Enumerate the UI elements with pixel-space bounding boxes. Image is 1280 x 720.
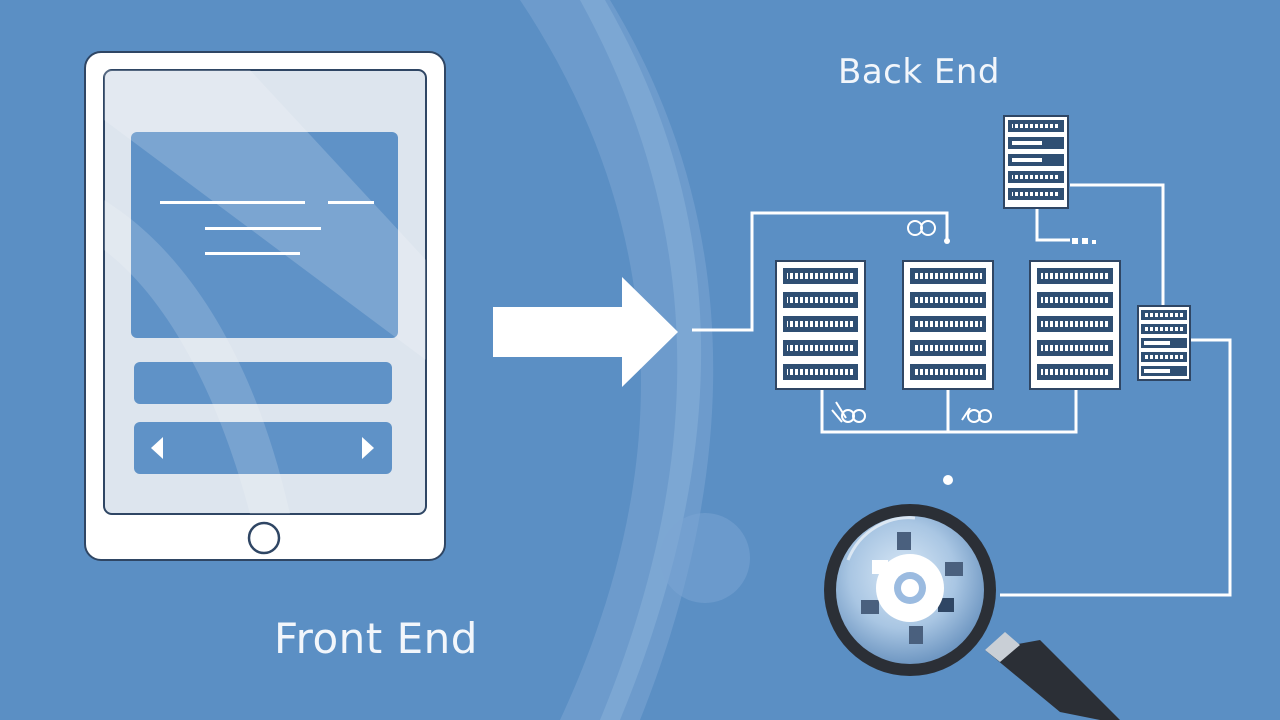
text-line-1 — [160, 201, 305, 204]
magnifying-glass-icon — [824, 504, 1120, 720]
server-rack-1 — [775, 260, 866, 390]
next-icon — [362, 437, 374, 459]
server-rack-3 — [1029, 260, 1121, 390]
background-swoosh — [520, 0, 750, 720]
tablet-icon — [84, 51, 446, 561]
link-chain-icon — [831, 220, 992, 423]
front-end-label: Front End — [274, 614, 478, 663]
text-line-4 — [328, 201, 374, 204]
gear-icon — [861, 532, 963, 644]
arrow-right-icon — [493, 277, 678, 387]
back-end-label: Back End — [838, 52, 1000, 92]
home-button — [247, 521, 281, 555]
text-line-3 — [205, 252, 300, 255]
connection-lines — [692, 183, 1232, 597]
text-line-2 — [205, 227, 321, 230]
server-unit-right — [1137, 305, 1191, 381]
input-bar — [134, 362, 392, 404]
nav-bar — [134, 422, 392, 474]
server-unit-top — [1003, 115, 1069, 209]
screen-card — [131, 132, 398, 338]
prev-icon — [151, 437, 163, 459]
server-rack-2 — [902, 260, 994, 390]
